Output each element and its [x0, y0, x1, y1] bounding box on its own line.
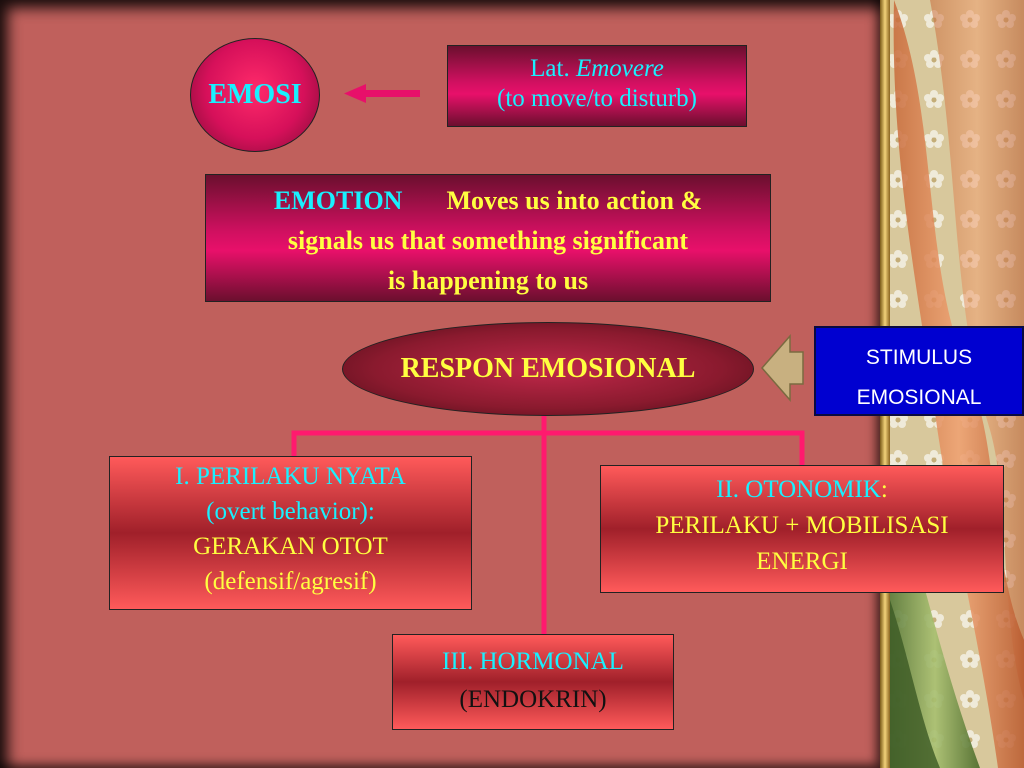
stimulus-line1: STIMULUS [865, 346, 973, 369]
emotion-line1: Moves us into action & [446, 186, 703, 215]
perilaku-line1: I. PERILAKU NYATA [175, 463, 406, 490]
latin-word: Emovere [575, 55, 664, 82]
latin-meaning: (to move/to disturb) [497, 85, 697, 112]
respon-label: RESPON EMOSIONAL [400, 353, 696, 384]
emosi-circle: EMOSI [190, 38, 320, 152]
hormonal-line1: III. HORMONAL [442, 648, 624, 675]
emotion-definition-box: EMOTION Moves us into action & signals us… [205, 174, 771, 302]
latin-prefix: Lat. [530, 55, 576, 82]
block-arrow-left-icon [761, 334, 804, 402]
emotion-line3: is happening to us [387, 266, 589, 295]
hormonal-line2: (ENDOKRIN) [459, 686, 607, 713]
otonomik-colon: : [880, 476, 888, 503]
latin-origin-box: Lat. Emovere (to move/to disturb) [447, 45, 747, 127]
otonomik-line2: PERILAKU + MOBILISASI [655, 512, 949, 539]
perilaku-line4: (defensif/agresif) [204, 568, 377, 595]
connector-lines [291, 84, 805, 638]
hormonal-box: III. HORMONAL (ENDOKRIN) [392, 634, 674, 730]
respon-emosional-ellipse: RESPON EMOSIONAL [342, 322, 754, 416]
emotion-line2: signals us that something significant [287, 226, 689, 255]
stimulus-line2: EMOSIONAL [856, 386, 982, 409]
otonomik-box: II. OTONOMIK: PERILAKU + MOBILISASI ENER… [600, 465, 1004, 593]
stimulus-emosional-box: STIMULUS EMOSIONAL [814, 326, 1024, 416]
emotion-keyword: EMOTION [273, 186, 403, 215]
otonomik-line1: II. OTONOMIK [716, 476, 881, 503]
otonomik-line3: ENERGI [756, 548, 848, 575]
emosi-label: EMOSI [208, 79, 302, 110]
perilaku-line3: GERAKAN OTOT [193, 533, 388, 560]
perilaku-line2: (overt behavior): [206, 498, 375, 525]
perilaku-nyata-box: I. PERILAKU NYATA (overt behavior): GERA… [109, 456, 472, 610]
tree-connector [291, 412, 805, 638]
arrow-left-icon [344, 84, 420, 103]
